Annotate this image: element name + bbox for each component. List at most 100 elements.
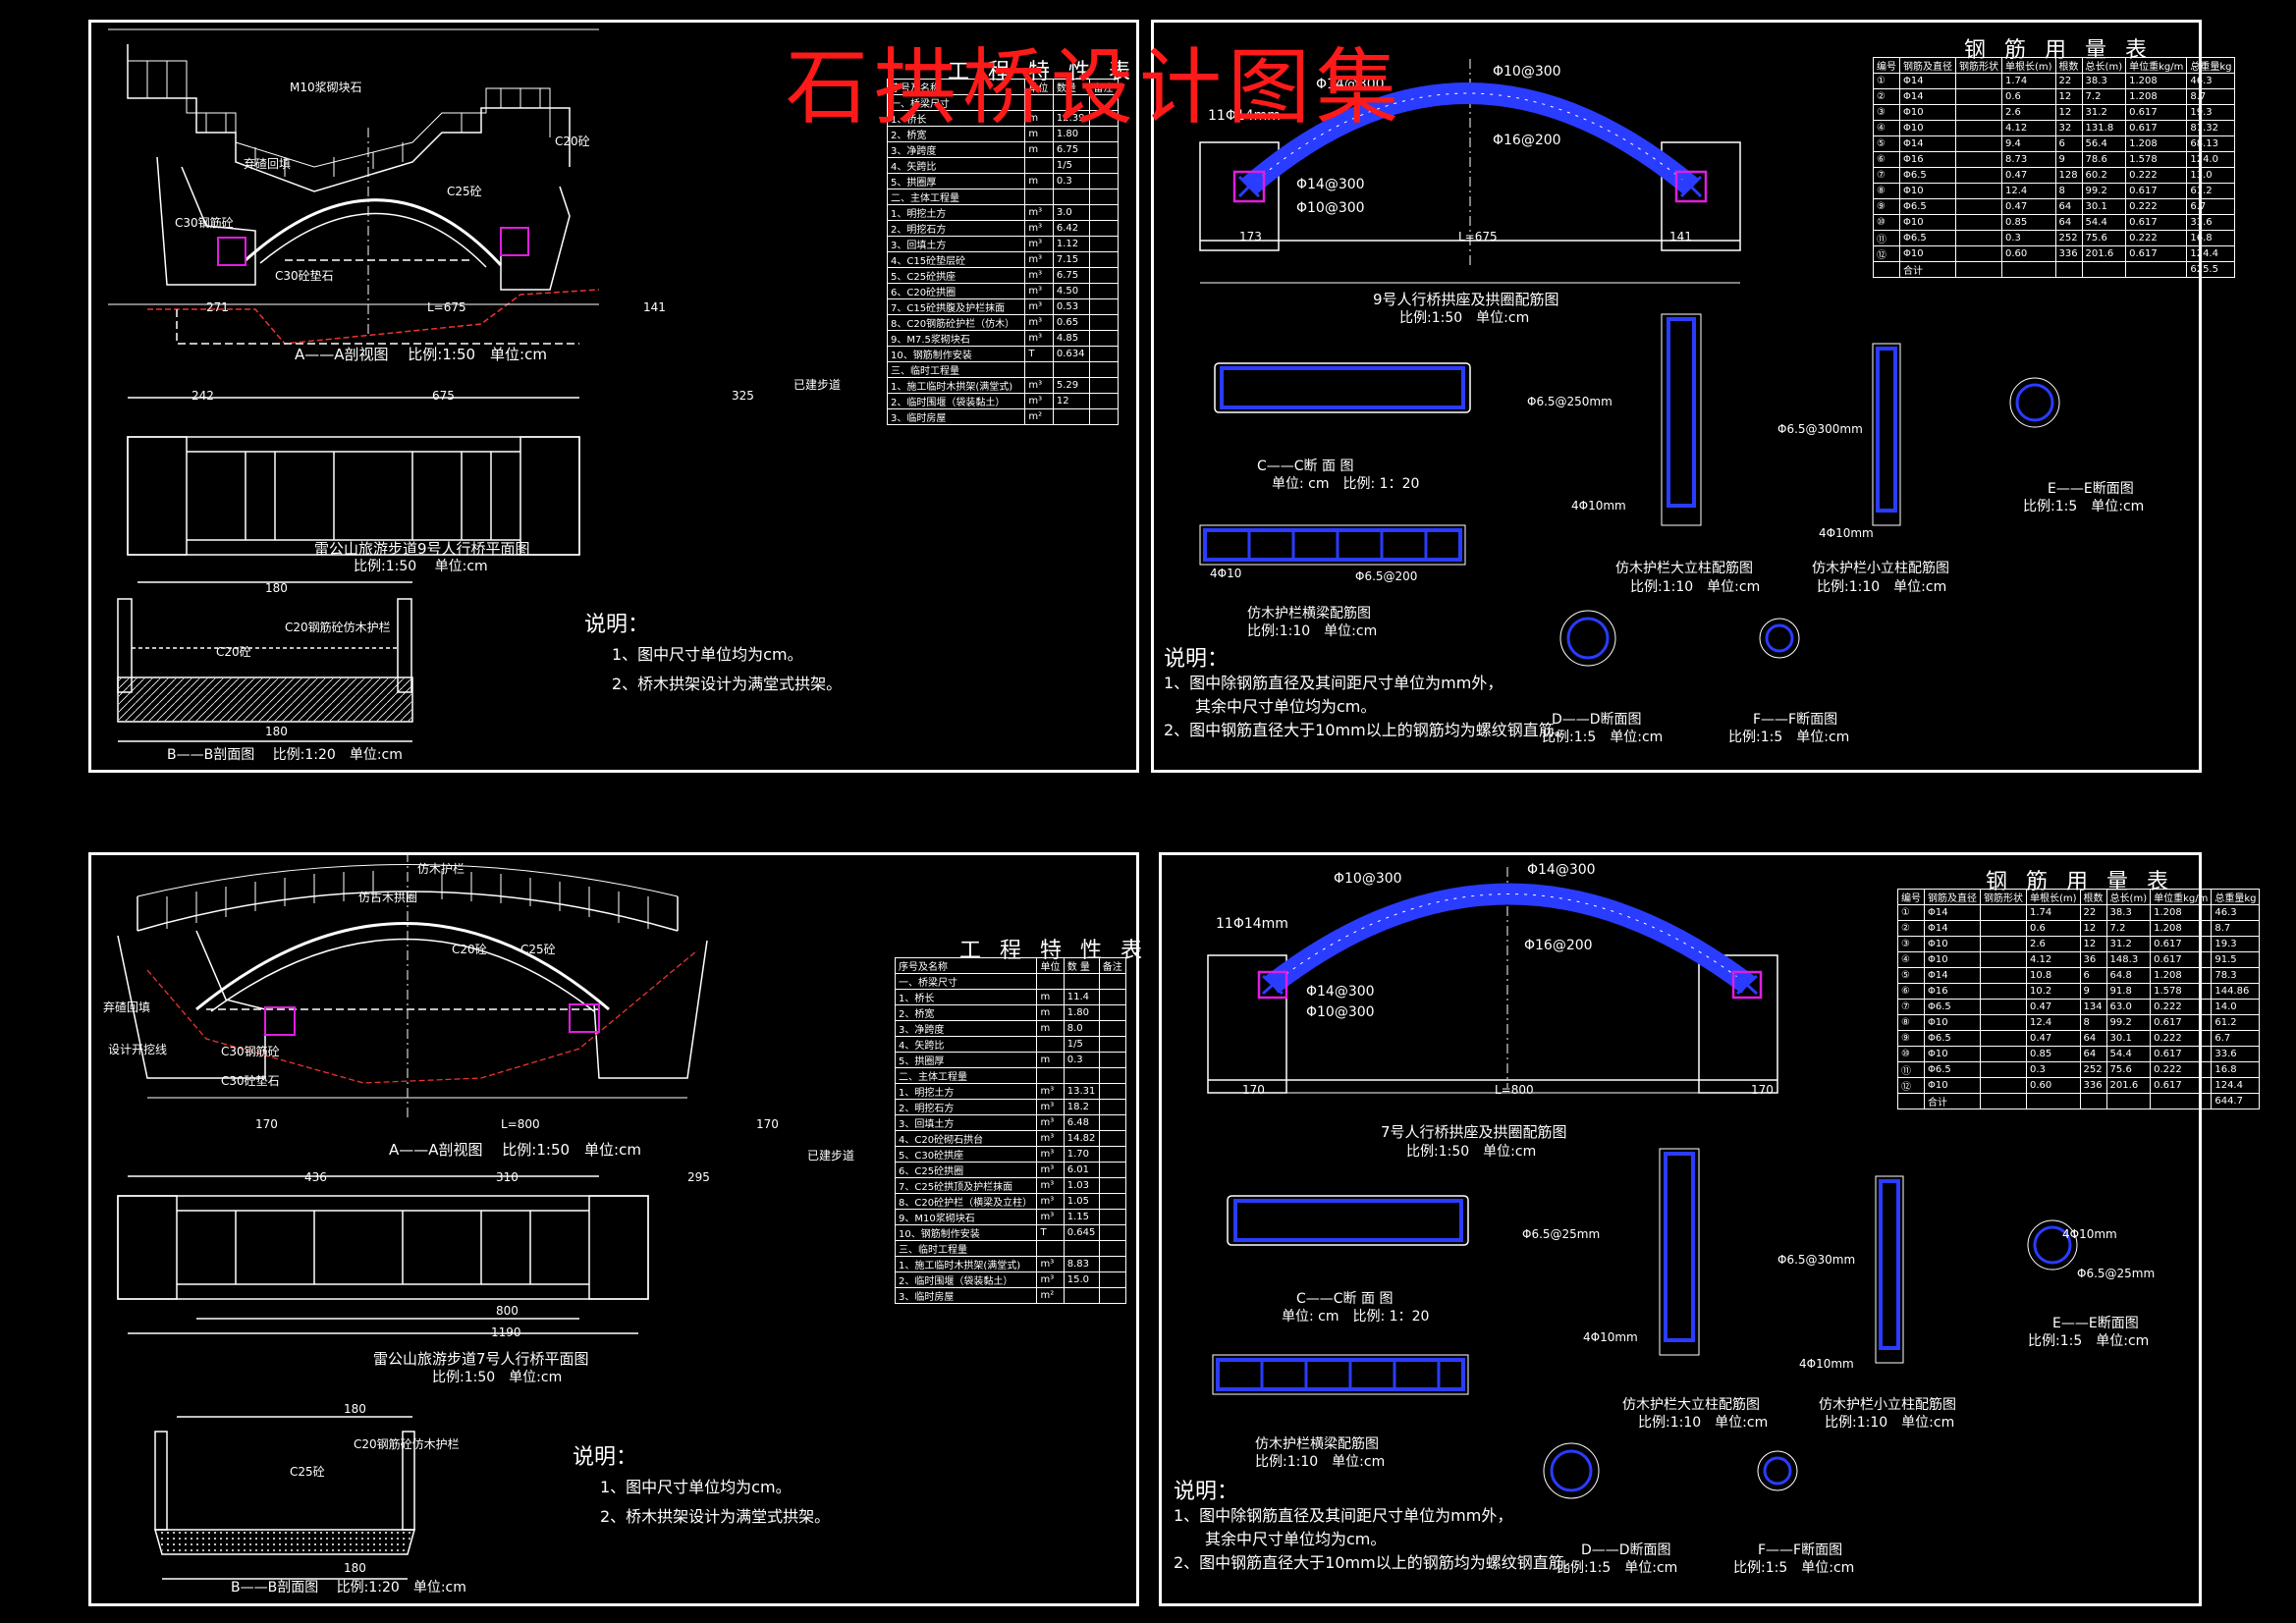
table-cell <box>1089 157 1119 174</box>
table-cell: Φ10 <box>1924 936 1981 952</box>
sheet2-dim-173: 173 <box>1239 230 1262 243</box>
sheet3-span: L=800 <box>501 1117 540 1131</box>
table-cell: 7.15 <box>1052 251 1091 268</box>
table-cell <box>1098 1099 1127 1115</box>
table-cell: 1.208 <box>2150 967 2213 984</box>
table-cell: 0.3 <box>2001 230 2056 246</box>
table-cell: 单位 <box>1036 957 1065 974</box>
table-cell: 9、M7.5浆砌块石 <box>886 330 1026 347</box>
table-cell: 单位重kg/m <box>2125 57 2188 74</box>
table-cell <box>2054 261 2083 278</box>
table-cell: m³ <box>1036 1256 1065 1272</box>
table-cell: 4.85 <box>1052 330 1091 347</box>
sheet4-ff-title: F——F断面图 <box>1758 1542 1843 1558</box>
table-cell: Φ14 <box>1899 88 1956 105</box>
sheet3-dim-295: 295 <box>687 1170 710 1184</box>
table-cell: 1.208 <box>2150 920 2213 937</box>
table-cell <box>1980 1030 2027 1047</box>
table-cell <box>1980 999 2027 1015</box>
sheet3-dim-436: 436 <box>304 1170 327 1184</box>
sheet1-label-c30b: C30砼垫石 <box>275 269 334 283</box>
table-cell: 7、C15砼拱腹及护栏抹面 <box>886 298 1026 315</box>
table-cell: 8、C20砼护栏（横梁及立柱） <box>894 1193 1038 1210</box>
table-cell <box>1098 1083 1127 1100</box>
sheet3-dim-170b: 170 <box>756 1117 779 1131</box>
table-cell <box>1089 377 1119 394</box>
table-cell: m³ <box>1024 204 1054 221</box>
sheet2-cc-title: C——C断 面 图 <box>1257 459 1354 474</box>
sheet3-plan-scale: 比例:1:50 单位:cm <box>432 1370 563 1385</box>
sheet2-ff-title: F——F断面图 <box>1753 712 1838 728</box>
sheet2-bar-9: Φ6.5@300mm <box>1777 422 1863 436</box>
sheet3-label-c30: C30钢筋砼 <box>221 1045 280 1058</box>
table-cell: ⑥ <box>1873 151 1900 168</box>
table-cell <box>1873 261 1900 278</box>
sheet-9-bridge-layout <box>88 20 1139 773</box>
table-cell <box>1955 198 2002 215</box>
table-cell <box>1098 1114 1127 1131</box>
table-cell <box>1955 261 2002 278</box>
sheet3-aa-title: A——A剖视图 比例:1:50 单位:cm <box>389 1141 641 1159</box>
sheet1-label-c20: C20砼 <box>555 135 590 148</box>
sheet1-label-existing: 已建步道 <box>793 378 842 392</box>
table-cell: 19.3 <box>2211 936 2261 952</box>
table-cell: 2、临时围堰（袋装黏土） <box>894 1271 1038 1288</box>
table-cell: 30.1 <box>2081 198 2127 215</box>
table-cell: 252 <box>2079 1061 2107 1078</box>
sheet4-dd-title: D——D断面图 <box>1581 1542 1671 1558</box>
sheet2-rail-title: 仿木护栏横梁配筋图 <box>1247 606 1371 622</box>
table-cell: 1.208 <box>2125 73 2188 89</box>
table-cell: 备注 <box>1098 957 1127 974</box>
table-cell: 131.8 <box>2081 120 2127 136</box>
sheet4-post-small: 仿木护栏小立柱配筋图 <box>1819 1397 1956 1413</box>
table-cell: 91.8 <box>2105 983 2152 1000</box>
sheet2-bar-5: Φ14@300 <box>1296 177 1365 192</box>
sheet3-dim-800: 800 <box>496 1304 519 1318</box>
table-row: 一、桥梁尺寸 <box>894 973 1127 990</box>
sheet3-label-c25: C25砼 <box>520 943 556 956</box>
table-cell: 12 <box>2054 104 2083 121</box>
table-cell <box>1098 1146 1127 1163</box>
table-cell: 2、明挖石方 <box>886 220 1026 237</box>
sheet1-dim-242: 242 <box>191 389 214 403</box>
table-cell: 钢筋及直径 <box>1924 889 1981 905</box>
table-cell <box>1980 983 2027 1000</box>
table-cell <box>1980 920 2027 937</box>
sheet3-dim-310: 310 <box>496 1170 519 1184</box>
table-cell: 数 量 <box>1063 957 1100 974</box>
sheet2-bar-3: Φ10@300 <box>1493 64 1561 80</box>
table-cell: 2、明挖石方 <box>894 1099 1038 1115</box>
table-cell: ⑩ <box>1897 1046 1925 1062</box>
table-cell: 3、净跨度 <box>886 141 1026 158</box>
table-cell: 根数 <box>2079 889 2107 905</box>
table-cell: 10.8 <box>2026 967 2081 984</box>
table-cell: 6.42 <box>1052 220 1091 237</box>
sheet2-bar-6: Φ10@300 <box>1296 200 1365 216</box>
table-cell: 0.222 <box>2125 230 2188 246</box>
table-cell: Φ10 <box>1924 1014 1981 1031</box>
table-cell <box>1024 361 1054 378</box>
table-cell: 0.47 <box>2001 198 2056 215</box>
sheet4-ff-scale: 比例:1:5 单位:cm <box>1733 1560 1855 1576</box>
sheet2-bar-2: Φ14@300 <box>1316 77 1385 92</box>
table-cell: 0.617 <box>2125 104 2188 121</box>
table-cell: m³ <box>1024 377 1054 394</box>
table-cell: m³ <box>1036 1099 1065 1115</box>
table-cell: Φ10 <box>1899 104 1956 121</box>
sheet4-post-small-scale: 比例:1:10 单位:cm <box>1825 1415 1955 1431</box>
table-cell: 252 <box>2054 230 2083 246</box>
table-cell <box>1089 189 1119 205</box>
table-cell <box>2150 1093 2213 1109</box>
table-cell: m³ <box>1024 220 1054 237</box>
table-cell: 31.2 <box>2105 936 2152 952</box>
table-cell: 1.578 <box>2125 151 2188 168</box>
